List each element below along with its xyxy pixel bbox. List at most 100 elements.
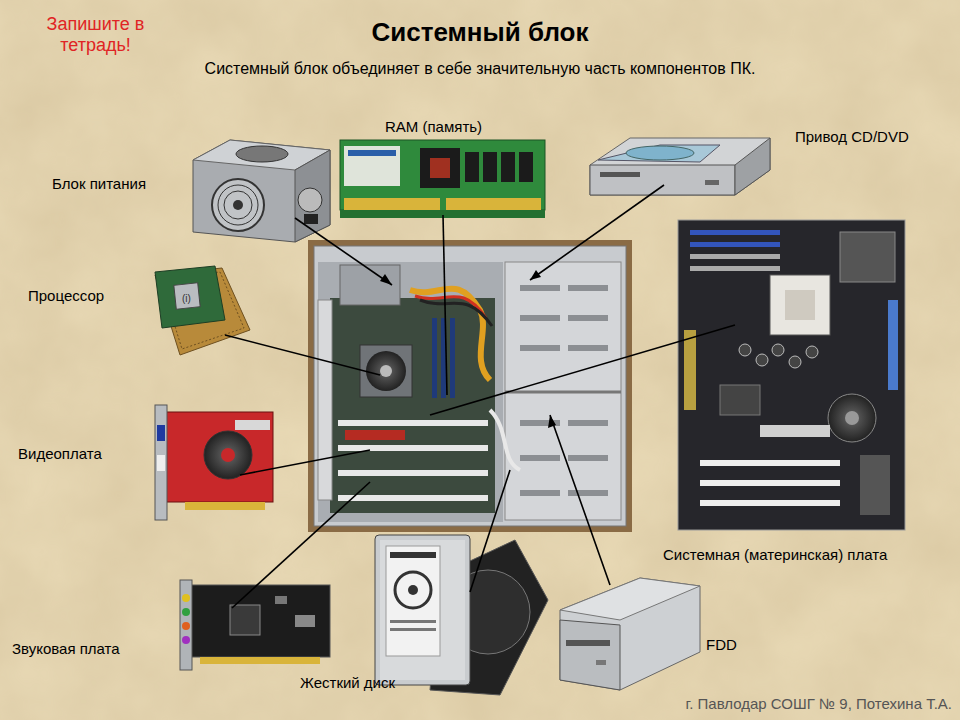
floppy-drive-picture (560, 620, 620, 690)
power-supply-picture (212, 179, 264, 231)
leader-line (225, 185, 735, 608)
hard-disk-picture (375, 535, 470, 685)
system-case-picture (520, 285, 560, 291)
slide-title: Системный блок (280, 18, 680, 48)
cd-dvd-drive-picture (600, 172, 640, 177)
video-card-picture (157, 455, 165, 471)
video-card-picture (155, 405, 167, 520)
motherboard-picture (690, 242, 780, 247)
system-case-picture (520, 455, 560, 461)
motherboard-picture (700, 460, 840, 466)
system-case-picture (450, 318, 455, 398)
sound-card-picture (295, 615, 315, 627)
system-case-picture (308, 240, 632, 532)
part-label: RAM (память) (385, 118, 482, 135)
leader-line (232, 482, 370, 608)
system-case-picture (318, 300, 332, 500)
system-case-picture (338, 420, 488, 426)
system-case-picture (338, 470, 488, 476)
note-text: Запишите в тетрадь! (28, 14, 163, 55)
video-card-picture (204, 431, 252, 479)
sound-card-picture (182, 594, 190, 602)
system-case-picture (520, 345, 560, 351)
system-case-picture (314, 246, 626, 526)
motherboard-picture (860, 455, 890, 515)
power-supply-picture (304, 214, 318, 224)
leader-line (430, 325, 735, 415)
system-case-picture (568, 285, 608, 291)
motherboard-picture (756, 354, 768, 366)
motherboard-picture (690, 266, 780, 271)
ram-module-picture (465, 152, 479, 182)
motherboard-picture (888, 300, 898, 390)
system-case-picture (318, 262, 503, 522)
motherboard-picture (845, 411, 859, 425)
system-case-picture (360, 345, 412, 397)
system-case-picture (338, 495, 488, 501)
leader-line (550, 415, 610, 585)
floppy-drive-picture (560, 578, 700, 620)
part-label: Звуковая плата (12, 640, 120, 657)
floppy-drive-picture (566, 640, 610, 646)
leader-line (225, 335, 380, 375)
ram-module-picture (348, 150, 396, 156)
ram-module-picture (440, 198, 446, 210)
ram-module-picture (501, 152, 515, 182)
cd-dvd-drive-picture (590, 165, 735, 195)
system-case-picture (520, 490, 560, 496)
hard-disk-picture (395, 572, 431, 608)
motherboard-picture (700, 500, 840, 506)
sound-card-picture (182, 608, 190, 616)
power-supply-picture (218, 185, 258, 225)
hard-disk-picture (390, 628, 436, 631)
hard-disk-picture (390, 620, 436, 623)
ram-module-picture (519, 152, 533, 182)
motherboard-picture (789, 356, 801, 368)
leader-line (295, 218, 392, 285)
power-supply-picture (236, 146, 288, 162)
hard-disk-picture (375, 535, 548, 695)
system-case-picture (366, 351, 406, 391)
ram-module-picture (483, 152, 497, 182)
video-card-picture (155, 405, 273, 520)
hard-disk-picture (390, 552, 436, 558)
ram-module-picture (420, 148, 460, 188)
ram-module-picture (340, 140, 545, 210)
motherboard-picture (772, 344, 784, 356)
video-card-picture (221, 448, 235, 462)
motherboard-picture (760, 425, 830, 437)
leader-arrowhead (380, 270, 556, 428)
subtitle-text: Системный блок объединяет в себе значите… (100, 60, 860, 78)
hard-disk-picture (408, 585, 418, 595)
sound-card-picture (190, 585, 330, 657)
motherboard-picture (690, 254, 780, 259)
cd-dvd-drive-picture (598, 145, 720, 162)
system-case-picture (345, 430, 405, 440)
power-supply-picture (233, 200, 243, 210)
power-supply-picture (295, 150, 330, 242)
part-label: FDD (706, 636, 737, 653)
floppy-drive-picture (560, 578, 700, 690)
system-case-picture (432, 318, 437, 398)
motherboard-picture (678, 220, 905, 530)
system-case-picture (490, 410, 520, 470)
cd-dvd-drive-picture (705, 180, 719, 185)
power-supply-picture (224, 191, 252, 219)
power-supply-picture (193, 140, 330, 242)
system-case-picture (520, 315, 560, 321)
system-case-picture (568, 315, 608, 321)
part-label: Процессор (28, 287, 104, 304)
cd-dvd-drive-picture (590, 138, 770, 195)
processor-picture: (i) (155, 266, 250, 355)
video-card-picture (185, 502, 265, 510)
motherboard-picture (840, 232, 895, 282)
processor-picture (174, 283, 200, 309)
power-supply-picture (193, 140, 330, 242)
part-label: Жесткий диск (300, 674, 395, 691)
motherboard-picture (700, 480, 840, 486)
sound-card-picture (200, 657, 320, 664)
